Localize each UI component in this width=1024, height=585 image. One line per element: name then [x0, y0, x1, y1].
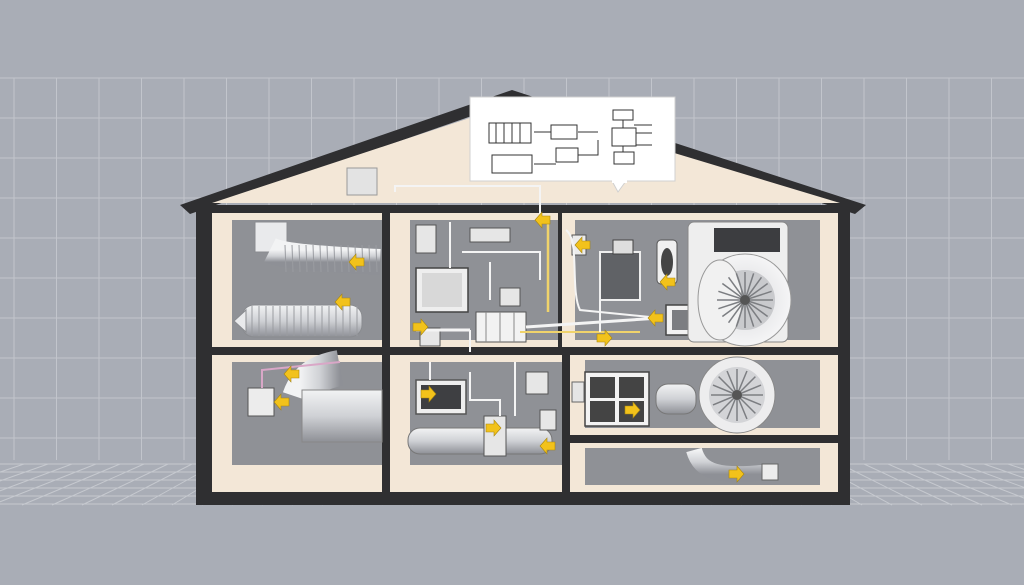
arrow-right-icon	[534, 211, 551, 229]
arrow-right-icon	[412, 318, 429, 336]
arrow-right-icon	[273, 393, 290, 411]
arrow-right-icon	[624, 401, 641, 419]
fan-icon	[717, 272, 773, 328]
schematic-callout-icon	[469, 96, 676, 193]
arrow-right-icon	[659, 273, 676, 291]
flex-duct-lower	[233, 304, 363, 338]
flow-arrows	[273, 211, 745, 483]
arrow-right-icon	[539, 437, 556, 455]
arrow-right-icon	[420, 385, 437, 403]
attic-center-pipes	[394, 185, 661, 352]
arrow-right-icon	[485, 419, 502, 437]
attic-right-equipment	[565, 229, 699, 336]
arrow-right-icon	[334, 293, 351, 311]
arrow-right-icon	[348, 253, 365, 271]
ground-right-lower-duct	[686, 447, 779, 483]
fan-icon	[711, 369, 763, 421]
attic-center-equipment	[415, 224, 527, 347]
flex-duct-ribs	[251, 306, 358, 336]
arrow-right-icon	[283, 365, 300, 383]
arrow-right-icon	[647, 309, 664, 327]
arrow-right-icon	[574, 236, 591, 254]
arrow-right-icon	[596, 329, 613, 347]
arrow-right-icon	[728, 465, 745, 483]
ground-left-duct	[247, 350, 383, 443]
horizontal-coil-unit	[475, 311, 527, 343]
roof-vent-box	[346, 167, 378, 196]
